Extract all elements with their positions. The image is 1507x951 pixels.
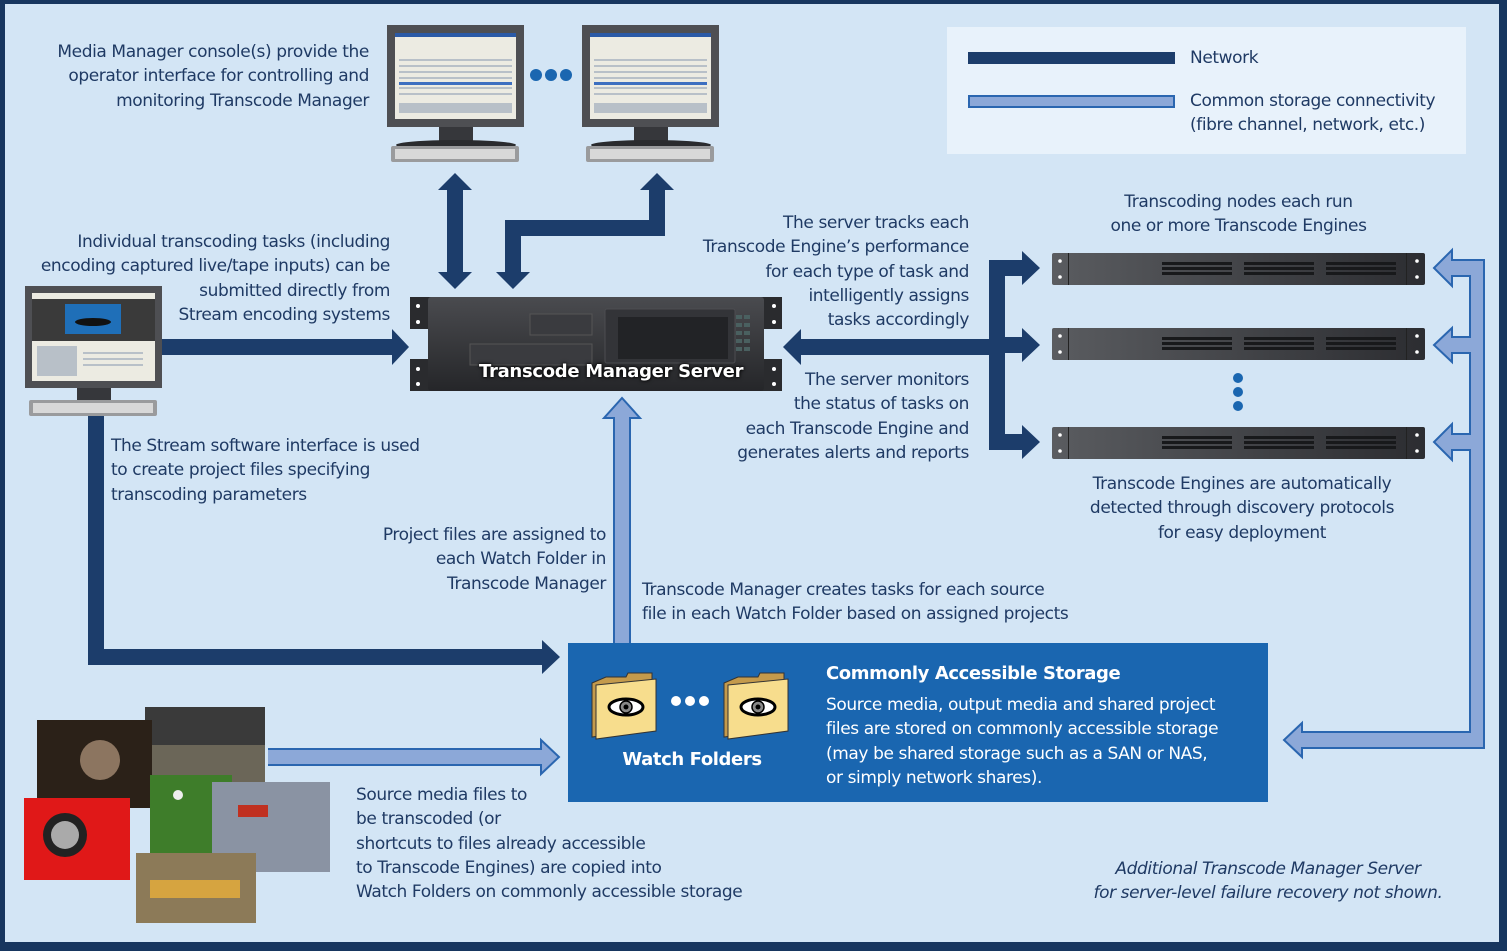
more-engines-dots — [1233, 373, 1243, 411]
rack-engine-icon — [1052, 427, 1425, 459]
annotation-media-manager: Media Manager console(s) provide the ope… — [57, 42, 369, 111]
more-folders-dots — [671, 696, 709, 706]
more-consoles-dots — [530, 69, 572, 81]
photo-collage-icon — [24, 707, 330, 923]
network-line-icon — [968, 52, 1175, 64]
storage-title: Commonly Accessible Storage — [826, 663, 1121, 684]
network-arrow-console1-server — [438, 173, 472, 289]
storage-arrow-engines-bus — [1282, 247, 1485, 760]
storage-arrow-collage — [268, 737, 561, 777]
monitor-icon — [387, 25, 524, 162]
legend-storage-label: Common storage connectivity (fibre chann… — [1190, 91, 1436, 136]
annotation-tracks-performance: The server tracks each Transcode Engine’… — [702, 213, 970, 331]
annotation-creates-tasks: Transcode Manager creates tasks for each… — [642, 580, 1069, 625]
legend-network-label: Network — [1190, 48, 1259, 68]
storage-connectivity-line-icon — [968, 95, 1175, 108]
storage-description: Source media, output media and shared pr… — [826, 695, 1219, 788]
monitor-icon — [25, 286, 162, 416]
network-connectors — [88, 173, 1040, 674]
legend: Network Common storage connectivity (fib… — [947, 27, 1466, 154]
annotation-auto-detected: Transcode Engines are automatically dete… — [1089, 474, 1395, 543]
rack-engine-icon — [1052, 253, 1425, 285]
common-storage-box: Watch Folders Commonly Accessible Storag… — [568, 643, 1268, 802]
server-label: Transcode Manager Server — [479, 361, 744, 382]
watch-folders-label: Watch Folders — [622, 749, 762, 770]
annotation-source-media: Source media files to be transcoded (or … — [356, 785, 743, 903]
annotation-transcoding-nodes: Transcoding nodes each run one or more T… — [1110, 192, 1367, 237]
footnote: Additional Transcode Manager Server for … — [1093, 859, 1443, 904]
annotation-monitors-status: The server monitors the status of tasks … — [737, 370, 969, 463]
storage-arrow-to-server — [601, 396, 643, 643]
rack-engine-icon — [1052, 328, 1425, 360]
network-arrow-console2-server — [496, 173, 674, 289]
annotation-individual-tasks: Individual transcoding tasks (including … — [40, 232, 391, 325]
storage-connectors — [268, 247, 1485, 777]
annotation-stream-interface: The Stream software interface is used to… — [111, 436, 420, 505]
monitor-icon — [582, 25, 719, 162]
annotation-project-files: Project files are assigned to each Watch… — [382, 525, 607, 594]
network-arrow-stream-server — [160, 329, 409, 365]
network-arrow-server-engines — [783, 251, 1040, 459]
watch-folder-eye-icon — [723, 672, 789, 740]
watch-folders-icons — [591, 672, 789, 740]
rack-server-icon — [410, 297, 782, 391]
watch-folder-eye-icon — [591, 672, 657, 740]
